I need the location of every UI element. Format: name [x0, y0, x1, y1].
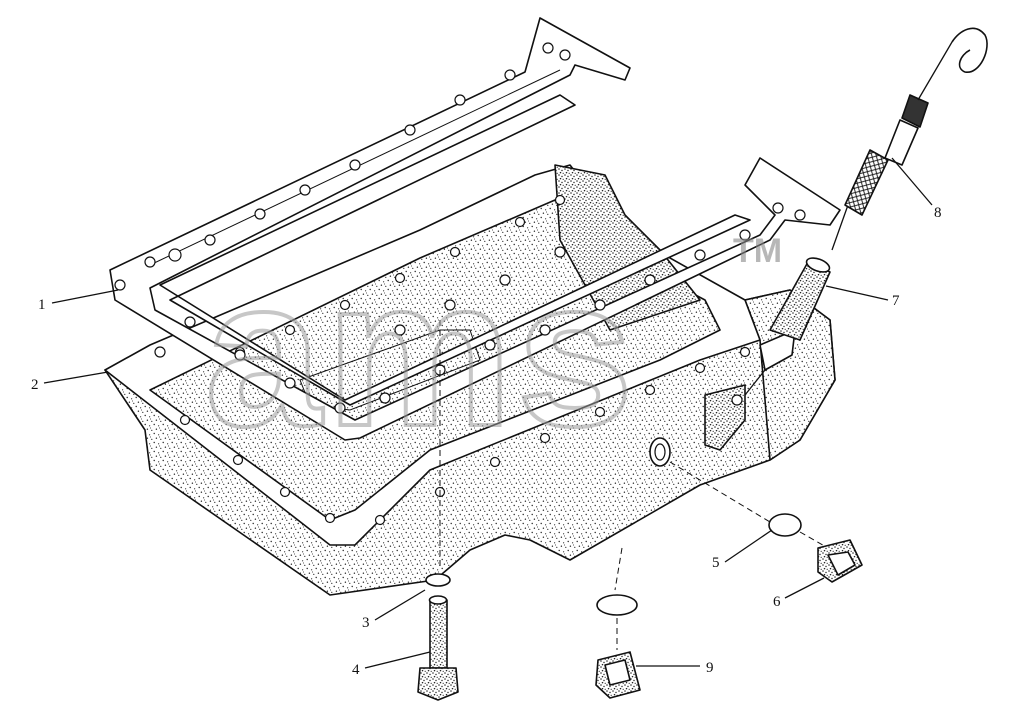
callout-3: 3 — [362, 615, 370, 631]
callout-6: 6 — [773, 594, 781, 610]
callout-9: 9 — [706, 660, 714, 676]
callout-4: 4 — [352, 662, 360, 678]
callout-7: 7 — [892, 293, 900, 309]
callout-2: 2 — [31, 377, 39, 393]
watermark-tm: TM — [733, 232, 782, 270]
bolt-and-washer — [417, 320, 459, 701]
dipstick — [831, 27, 988, 251]
gasket-holes — [114, 42, 806, 414]
leader-lines — [43, 157, 933, 669]
watermark: ams TM — [203, 232, 782, 472]
callout-5: 5 — [712, 555, 720, 571]
callout-8: 8 — [934, 205, 942, 221]
gasket — [109, 17, 841, 441]
watermark-text: ams — [205, 235, 637, 470]
drain-plug-side — [669, 461, 863, 583]
dipstick-tube — [744, 257, 831, 396]
callouts: 1 2 3 4 5 6 7 8 9 — [31, 205, 942, 678]
callout-1: 1 — [38, 297, 46, 313]
drain-plug-bottom — [595, 547, 641, 699]
